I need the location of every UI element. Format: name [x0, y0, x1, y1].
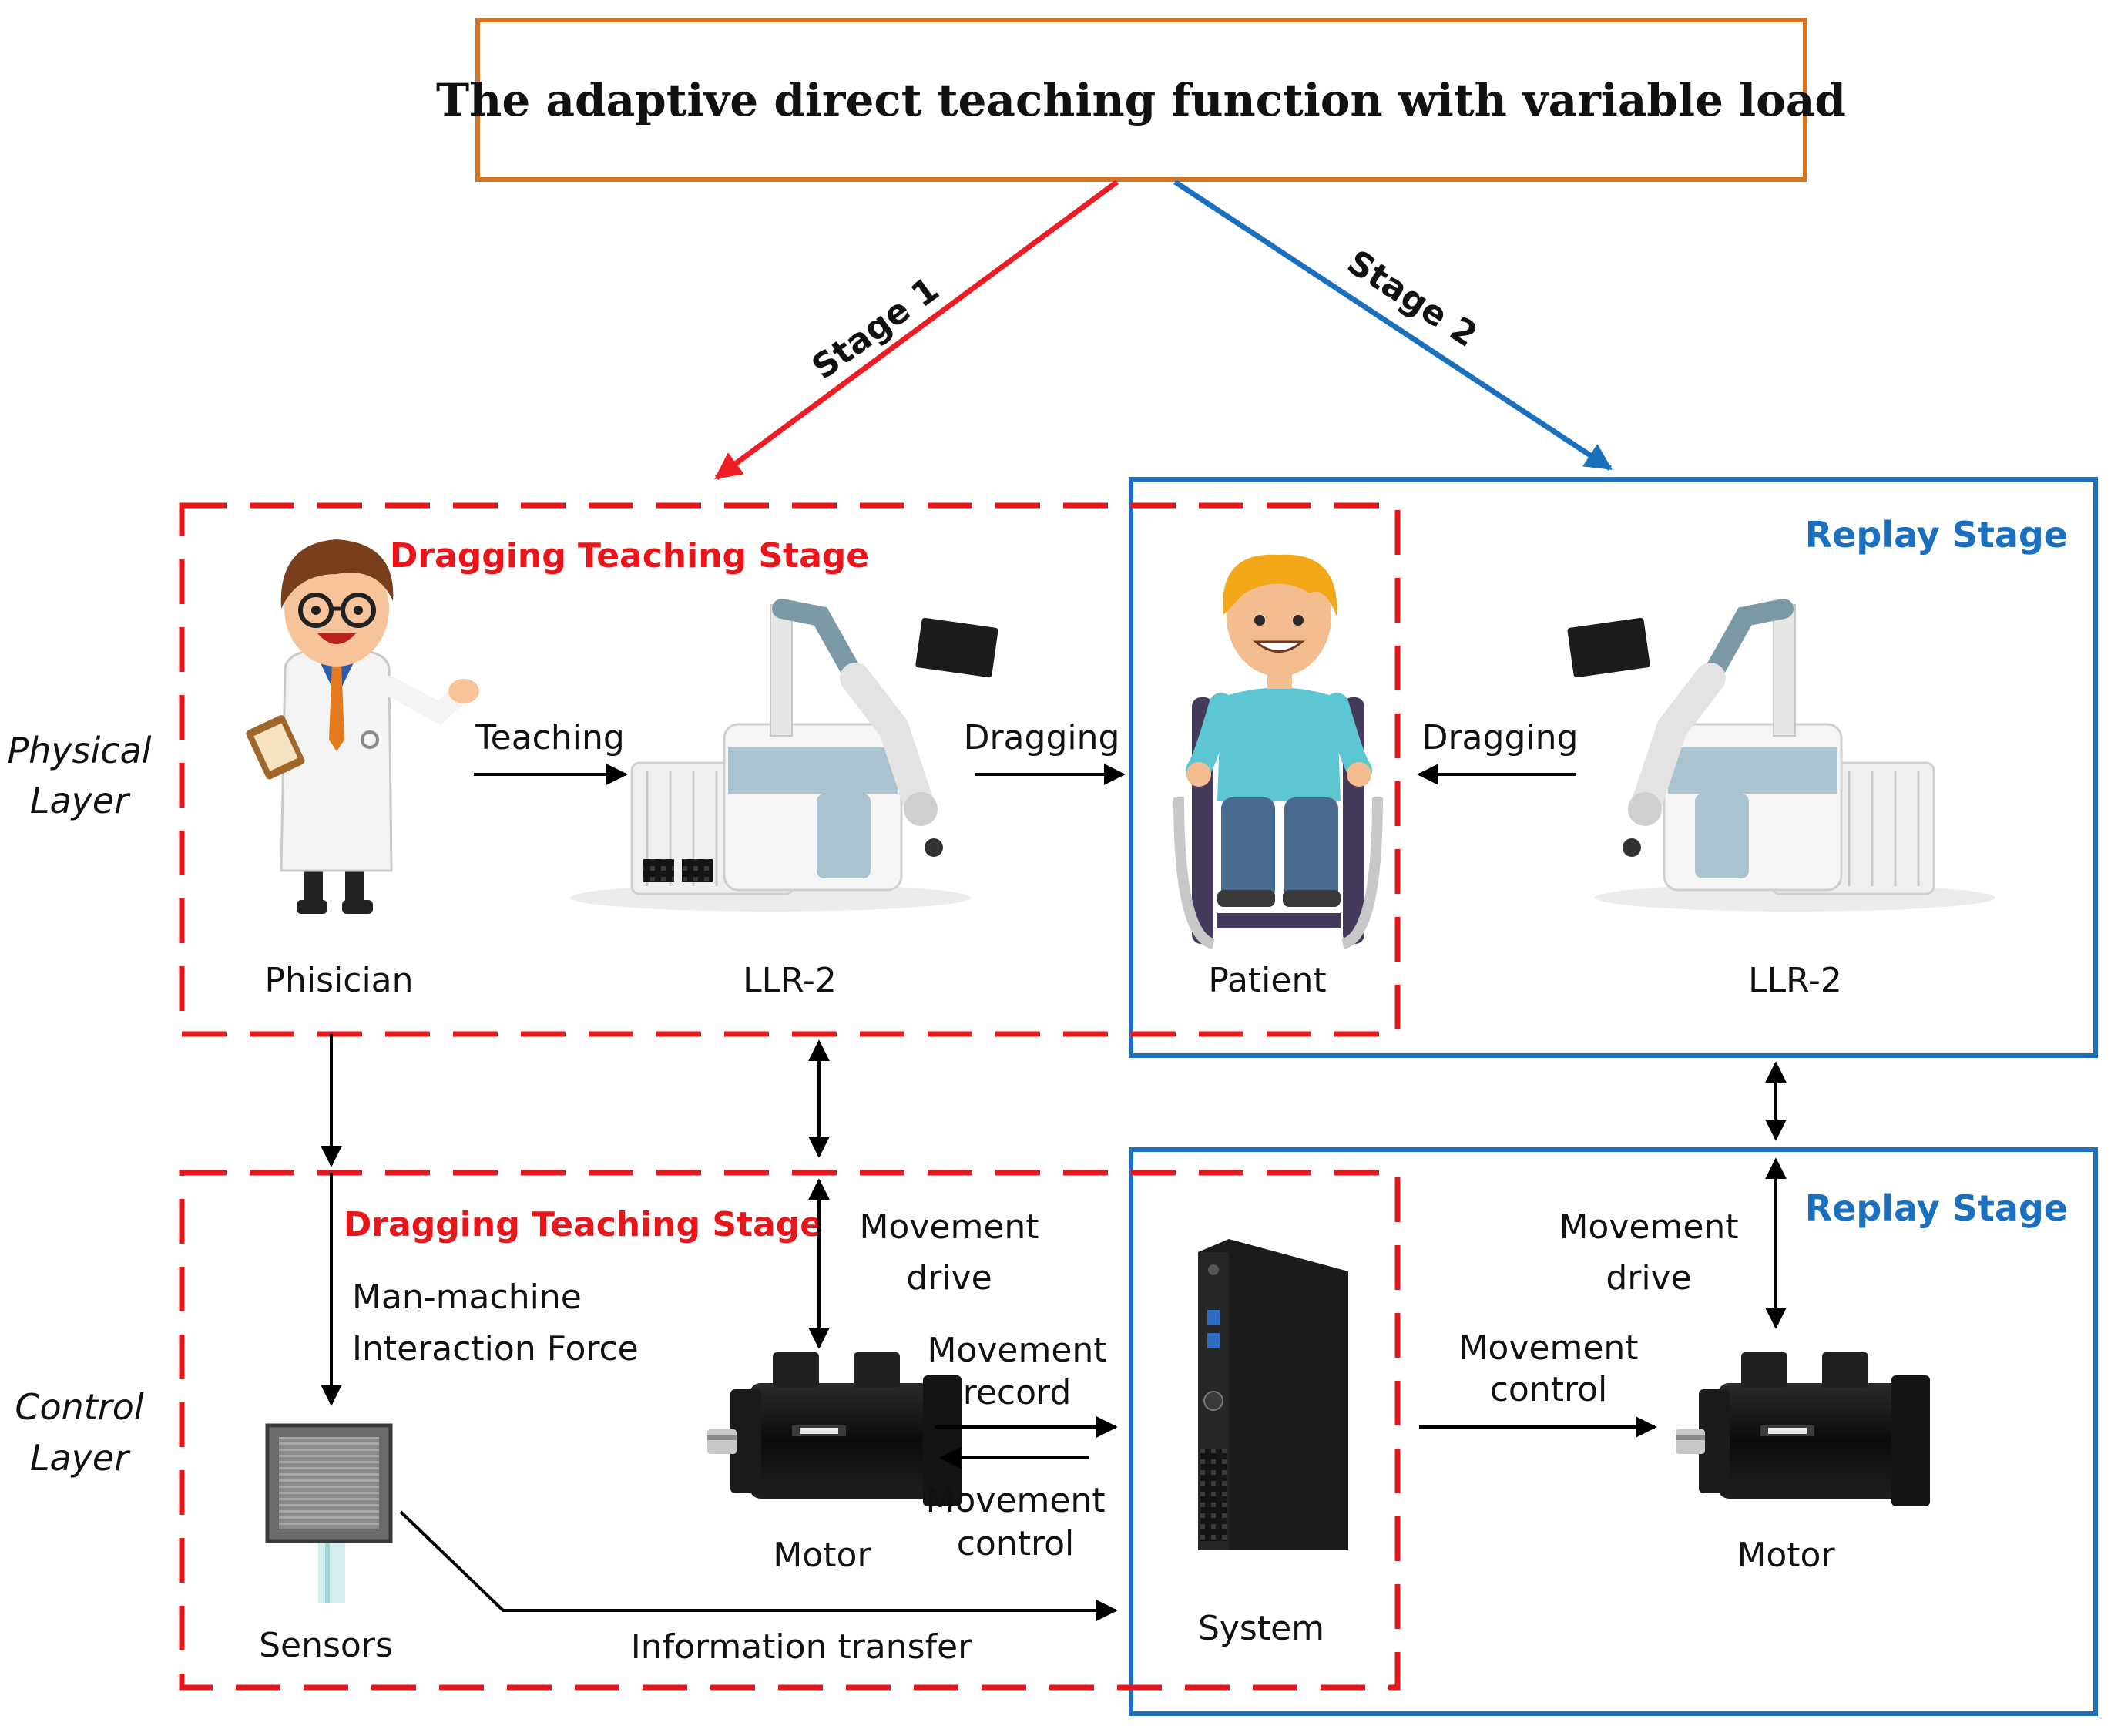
llr2-right-label: LLR-2	[1748, 961, 1842, 1000]
physical-layer-label-2: Layer	[30, 780, 131, 821]
stage2-arrow	[1173, 180, 1613, 471]
servo-motor-icon	[1676, 1352, 1930, 1506]
teaching-label: Teaching	[475, 718, 625, 757]
rehab-robot-icon	[1567, 599, 1995, 912]
drive-right-label-1: Movement	[1559, 1207, 1738, 1247]
teaching-panel-physical-title: Dragging Teaching Stage	[390, 536, 869, 576]
force-label-1: Man-machine	[352, 1278, 582, 1317]
record-label-2: record	[963, 1373, 1072, 1412]
information-transfer-arrow	[399, 1510, 1118, 1621]
stage1-arrow	[714, 180, 1119, 480]
control-layer-label-1: Control	[15, 1386, 144, 1428]
physical-layer-label-1: Physical	[7, 730, 151, 771]
force-label-2: Interaction Force	[352, 1329, 639, 1368]
replay-panel-physical	[1129, 477, 2098, 1058]
drive-left-label-2: drive	[906, 1258, 992, 1298]
replay-panel-control-title: Replay Stage	[1805, 1187, 2068, 1229]
record-label-1: Movement	[927, 1331, 1106, 1370]
teaching-panel-control-title: Dragging Teaching Stage	[344, 1205, 823, 1244]
force-sensor-icon	[265, 1423, 393, 1603]
teaching-panel-control	[179, 1170, 1401, 1691]
teaching-panel-physical	[179, 502, 1401, 1037]
wheelchair-patient-icon	[1173, 554, 1383, 949]
patient-label: Patient	[1208, 961, 1326, 1000]
doctor-icon	[246, 539, 479, 914]
drive-left-label-1: Movement	[859, 1207, 1039, 1247]
dragging-left-label: Dragging	[964, 718, 1120, 757]
rehab-robot-icon	[570, 599, 998, 912]
control-right-label-2: control	[1490, 1370, 1608, 1409]
drive-right-label-2: drive	[1606, 1258, 1691, 1298]
sensors-label: Sensors	[259, 1626, 393, 1665]
llr2-left-label: LLR-2	[743, 961, 837, 1000]
control-left-label-1: Movement	[925, 1481, 1105, 1520]
title-box	[475, 18, 1807, 182]
mini-pc-icon	[1198, 1239, 1348, 1550]
replay-panel-control	[1129, 1147, 2098, 1716]
info-transfer-label: Information transfer	[631, 1627, 972, 1667]
stage1-label: Stage 1	[805, 270, 946, 388]
dragging-right-label: Dragging	[1422, 718, 1579, 757]
servo-motor-icon	[707, 1352, 962, 1506]
system-label: System	[1198, 1609, 1324, 1648]
diagram-title: The adaptive direct teaching function wi…	[436, 74, 1846, 126]
control-right-label-1: Movement	[1458, 1328, 1638, 1368]
replay-panel-physical-title: Replay Stage	[1805, 514, 2068, 556]
control-layer-label-2: Layer	[30, 1437, 131, 1479]
motor-left-label: Motor	[773, 1536, 871, 1575]
motor-right-label: Motor	[1737, 1536, 1835, 1575]
control-left-label-2: control	[957, 1524, 1075, 1563]
physician-label: Phisician	[264, 961, 413, 1000]
